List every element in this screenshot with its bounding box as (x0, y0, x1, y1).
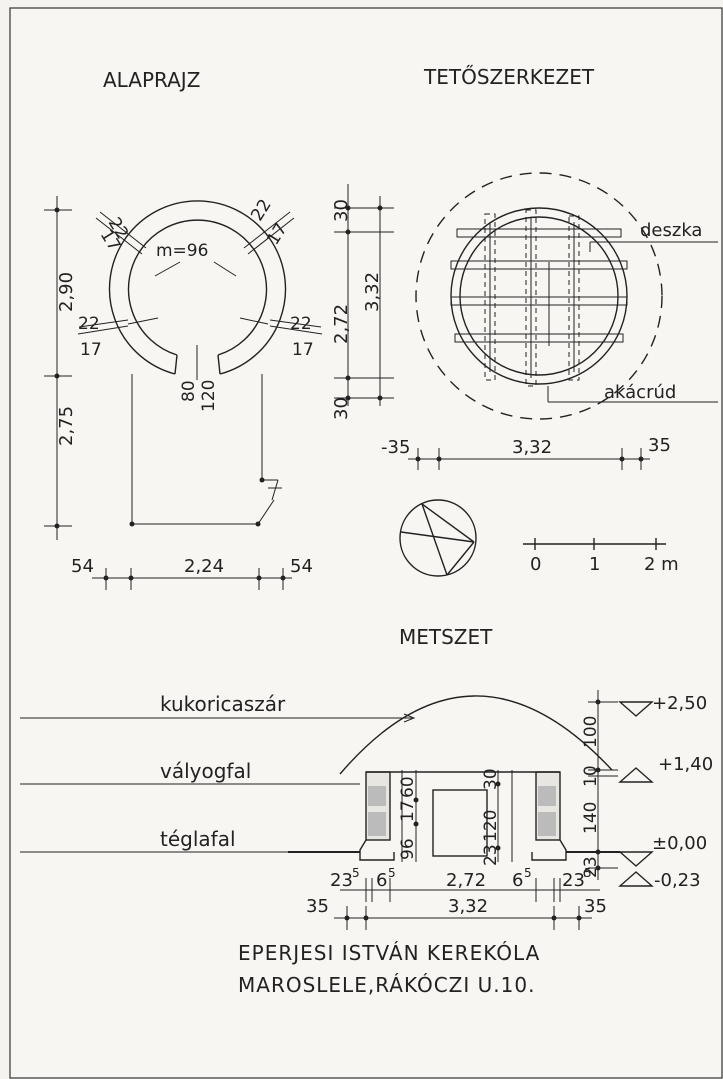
section-door (432, 789, 488, 857)
plan-dim-17-left: 17 (80, 340, 102, 360)
roof-inner-ring (459, 216, 619, 376)
scale-tick-1: 1 (589, 554, 600, 575)
level-base: -0,23 (654, 870, 701, 891)
roof-h-right: 35 (648, 435, 671, 456)
scale-tick-2m: 2 m (644, 554, 679, 575)
plan-width-left: 54 (71, 556, 94, 577)
sec-w23-right-sup: 5 (584, 866, 592, 880)
plan-dim-17-right: 17 (292, 340, 314, 360)
caption-line-2: MAROSLELE,RÁKÓCZI U.10. (238, 973, 535, 997)
sec-w332: 3,32 (448, 896, 488, 917)
sec-dim-10: 10 (581, 765, 601, 787)
sec-w6-right: 6 (512, 870, 523, 891)
sec-w6-right-sup: 5 (524, 866, 532, 880)
roof-v-mid: 2,72 (331, 304, 352, 344)
sec-dim-60: 60 (398, 776, 418, 798)
sec-dim-140: 140 (581, 802, 601, 834)
roof-v-bottom: 30 (331, 397, 352, 420)
caption-line-1: EPERJESI ISTVÁN KEREKÓLA (238, 941, 540, 965)
plan-dim-22-right: 22 (290, 314, 312, 334)
level-eave: +1,40 (658, 754, 713, 775)
joint-detail-circle (399, 499, 477, 577)
plan-dim-22-left: 22 (78, 314, 100, 334)
roof-label-akacrud: akácrúd (604, 382, 676, 403)
plan-inner-wall (127, 219, 268, 356)
roof-structure: TETŐSZERKEZET deszka akácrúd (331, 65, 718, 470)
section-title: METSZET (399, 625, 493, 649)
sec-dim-96: 96 (398, 838, 418, 860)
roof-h-left: -35 (381, 437, 410, 458)
label-kukoricaszar: kukoricaszár (160, 692, 286, 716)
roof-h-mid: 3,32 (512, 437, 552, 458)
plan-width-right: 54 (290, 556, 313, 577)
floor-plan: ALAPRAJZ 22 17 22 17 m=96 22 17 22 17 80… (44, 68, 323, 590)
plan-height-lower: 2,75 (56, 406, 77, 446)
plan-outer-wall (108, 200, 287, 375)
plan-dim-80: 80 (179, 380, 199, 402)
plan-height-upper: 2,90 (56, 272, 77, 312)
sec-w6-left: 6 (376, 870, 387, 891)
sec-w23-right: 23 (562, 870, 585, 891)
sec-dim-30: 30 (481, 768, 501, 790)
sec-w35-right: 35 (584, 896, 607, 917)
roof-label-deszka: deszka (640, 220, 702, 241)
roof-v-top: 30 (331, 199, 352, 222)
sec-w23-left-sup: 5 (352, 866, 360, 880)
section-roof-dome (339, 695, 613, 775)
sec-w23-left: 23 (330, 870, 353, 891)
roof-title: TETŐSZERKEZET (423, 65, 595, 89)
sec-dim-100: 100 (581, 716, 601, 748)
sec-dim-23-right: 23 (581, 856, 601, 878)
label-teglafal: téglafal (160, 827, 236, 851)
level-top: +2,50 (652, 693, 707, 714)
plan-width-mid: 2,24 (184, 556, 224, 577)
sec-w6-left-sup: 5 (388, 866, 396, 880)
section-view: METSZET kukoricaszár vályogfal téglafal (20, 625, 713, 930)
label-valyogfal: vályogfal (160, 759, 251, 783)
roof-v-total: 3,32 (362, 272, 383, 312)
sec-dim-17: 17 (398, 800, 418, 822)
roof-outer-ring (450, 207, 628, 385)
scale-tick-0: 0 (530, 554, 541, 575)
sec-dim-120: 120 (481, 810, 501, 842)
roof-eave-circle (415, 172, 663, 420)
level-zero: ±0,00 (652, 833, 707, 854)
plan-m-label: m=96 (156, 241, 208, 261)
sec-dim-23: 23 (481, 844, 501, 866)
sec-w272: 2,72 (446, 870, 486, 891)
scale-bar: 0 1 2 m (523, 538, 679, 575)
plan-title: ALAPRAJZ (103, 68, 200, 92)
plan-dim-120: 120 (199, 380, 219, 412)
sec-w35-left: 35 (306, 896, 329, 917)
